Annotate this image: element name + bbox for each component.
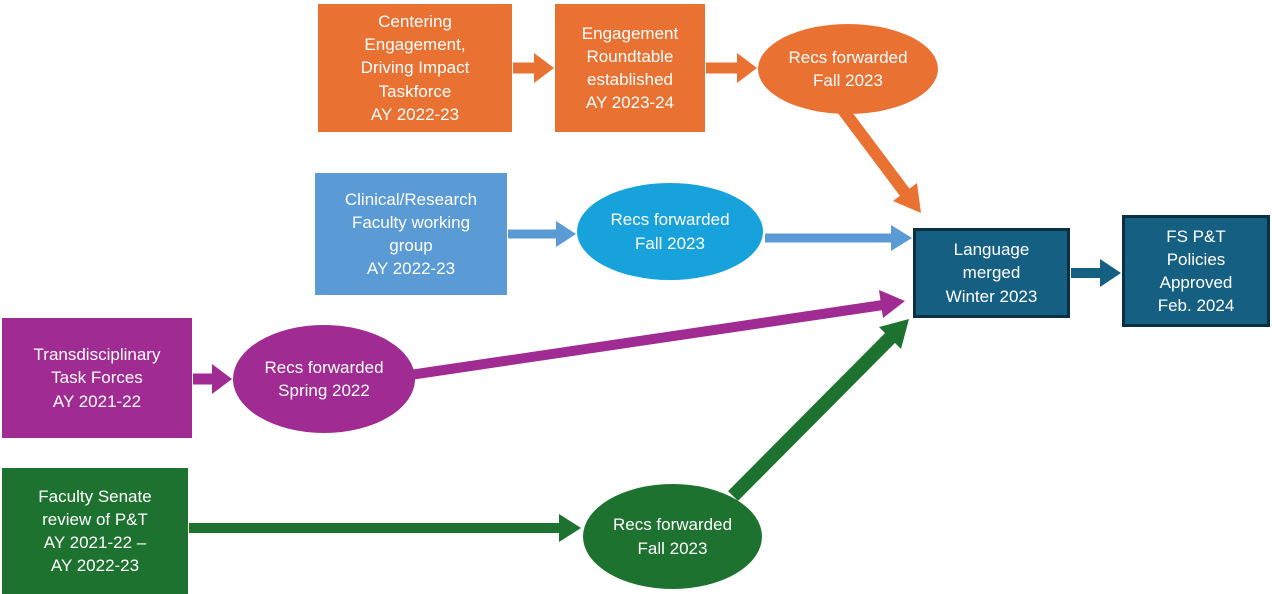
node-text-line: Approved (1159, 273, 1233, 292)
node-text-line: AY 2022-23 (50, 556, 140, 576)
arrow-senate-to-senate-recs (189, 514, 581, 542)
node-text-line: Engagement, (364, 35, 466, 55)
arrow-engagement-recs-to-merge (838, 106, 921, 213)
arrow-clinical-recs-to-merge (765, 225, 912, 251)
node-text-line: Task Forces (51, 368, 143, 388)
node-transdisciplinary-task-forces: Transdisciplinary Task Forces AY 2021-22 (2, 318, 192, 438)
node-language-merged: Language merged Winter 2023 (913, 228, 1070, 318)
node-text-line: AY 2021-22 – (43, 533, 147, 552)
arrow-taskforce-to-roundtable (513, 53, 554, 83)
node-text-line: Faculty Senate (38, 486, 152, 506)
node-text-line: Driving Impact (360, 58, 470, 78)
arrow-roundtable-to-engagement-recs (706, 53, 757, 83)
node-text-line: AY 2023-24 (585, 93, 675, 113)
node-text-line: Language (953, 240, 1030, 260)
node-text-line: AY 2022-23 (366, 259, 456, 279)
node-text-line: Fall 2023 (635, 233, 705, 253)
node-transdisciplinary-recs-forwarded: Recs forwarded Spring 2022 (233, 325, 415, 433)
arrow-merge-to-approved (1071, 259, 1121, 287)
arrow-transdisciplinary-recs-to-merge (409, 290, 905, 380)
arrow-senate-recs-to-merge (728, 319, 909, 501)
node-text-line: merged (962, 263, 1021, 283)
node-text-line: AY 2021-22 (52, 391, 142, 411)
node-engagement-roundtable: Engagement Roundtable established AY 202… (555, 4, 705, 132)
node-senate-recs-forwarded: Recs forwarded Fall 2023 (583, 484, 762, 589)
node-clinical-recs-forwarded: Recs forwarded Fall 2023 (577, 183, 763, 280)
node-engagement-recs-forwarded: Recs forwarded Fall 2023 (758, 24, 938, 114)
node-text-line: established (586, 70, 673, 89)
node-text-line: Recs forwarded (788, 47, 908, 67)
node-text-line: Spring 2022 (278, 381, 370, 400)
node-text-line: Recs forwarded (264, 357, 384, 377)
node-text-line: Fall 2023 (637, 538, 708, 558)
node-text-line: Clinical/Research (344, 189, 478, 209)
node-text-line: Policies (1166, 249, 1226, 269)
node-text-line: FS P&T (1166, 226, 1226, 246)
node-text-line: Fall 2023 (813, 71, 883, 90)
node-text-line: Feb. 2024 (1157, 296, 1235, 316)
node-text-line: Faculty working (351, 212, 471, 232)
node-text-line: review of P&T (42, 509, 148, 529)
node-text-line: group (389, 236, 433, 255)
node-clinical-research-working-group: Clinical/Research Faculty working group … (315, 173, 507, 295)
node-text-line: Transdisciplinary (33, 345, 161, 365)
node-fs-pt-policies-approved: FS P&T Policies Approved Feb. 2024 (1122, 215, 1270, 327)
node-text-line: Taskforce (378, 81, 452, 101)
node-text-line: Recs forwarded (612, 515, 733, 535)
node-text-line: Centering (378, 12, 452, 32)
node-faculty-senate-review: Faculty Senate review of P&T AY 2021-22 … (2, 468, 188, 594)
node-text-line: Engagement (581, 23, 679, 43)
arrow-clinical-to-clinical-recs (508, 221, 576, 247)
node-text-line: Roundtable (586, 46, 674, 66)
node-text-line: AY 2022-23 (370, 104, 460, 124)
node-text-line: Winter 2023 (945, 286, 1038, 306)
node-centering-engagement-taskforce: Centering Engagement, Driving Impact Tas… (318, 4, 512, 132)
node-text-line: Recs forwarded (610, 210, 730, 230)
arrow-transdisciplinary-to-recs (193, 364, 232, 394)
